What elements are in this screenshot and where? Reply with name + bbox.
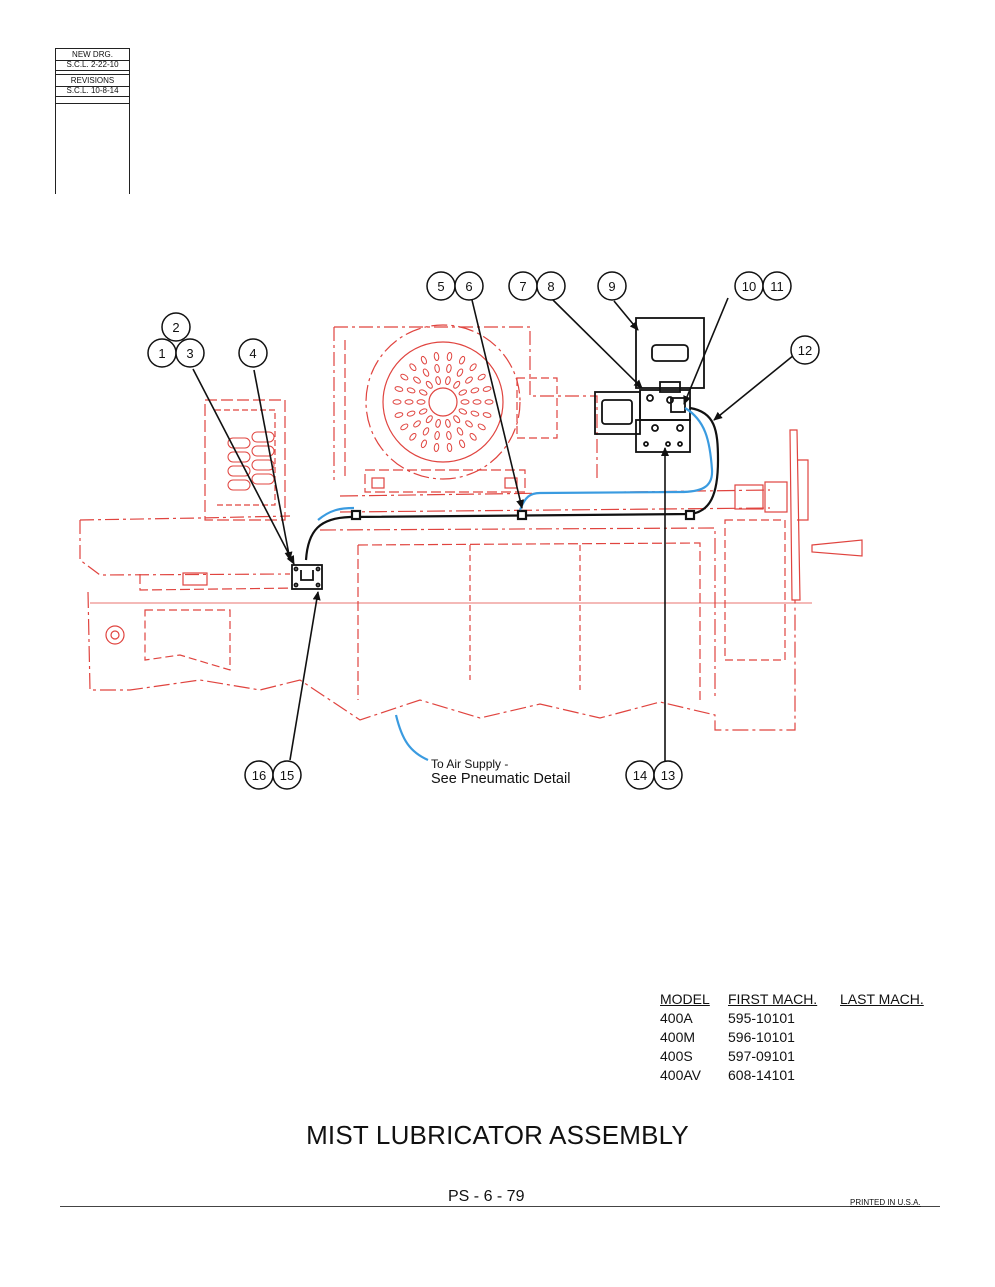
table-row: 400M 596-10101 bbox=[660, 1028, 924, 1047]
revision-empty-row bbox=[56, 103, 129, 117]
callout-label-14: 14 bbox=[633, 768, 647, 783]
model-table: MODEL FIRST MACH. LAST MACH. 400A 595-10101… bbox=[660, 990, 924, 1085]
mist-tubing bbox=[304, 406, 720, 561]
model-cell: 400M bbox=[660, 1029, 696, 1045]
callout-label-8: 8 bbox=[547, 279, 554, 294]
model-cell: 400AV bbox=[660, 1067, 701, 1083]
table-row: 400AV 608-14101 bbox=[660, 1066, 924, 1085]
callout-12: 12 bbox=[790, 335, 820, 365]
motor-fan-pattern bbox=[392, 352, 494, 452]
reservoir-block bbox=[291, 564, 323, 590]
footer-rule bbox=[60, 1206, 940, 1207]
callout-label-9: 9 bbox=[608, 279, 615, 294]
machine-outline bbox=[79, 324, 863, 731]
model-cell: 400S bbox=[660, 1048, 693, 1064]
callout-label-11: 11 bbox=[770, 279, 784, 294]
air-supply-line1: To Air Supply - bbox=[431, 757, 509, 771]
header-last-mach: LAST MACH. bbox=[840, 991, 924, 1007]
callout-label-1: 1 bbox=[158, 346, 165, 361]
callout-label-13: 13 bbox=[661, 768, 675, 783]
callout-label-5: 5 bbox=[437, 279, 444, 294]
callout-2: 2 bbox=[161, 312, 191, 342]
first-mach-cell: 608-14101 bbox=[728, 1067, 795, 1083]
callout-label-3: 3 bbox=[186, 346, 193, 361]
callout-10-11: 10 11 bbox=[734, 271, 792, 301]
revision-heading: REVISIONS bbox=[56, 74, 129, 87]
guard-louvers bbox=[227, 431, 275, 491]
callout-1-3: 1 3 bbox=[147, 338, 205, 368]
air-supply-note: To Air Supply - See Pneumatic Detail bbox=[431, 757, 570, 788]
first-mach-cell: 595-10101 bbox=[728, 1010, 795, 1026]
callout-label-15: 15 bbox=[280, 768, 294, 783]
lubricator-unit bbox=[594, 317, 705, 453]
printed-in-usa: PRINTED IN U.S.A. bbox=[850, 1198, 921, 1207]
model-cell: 400A bbox=[660, 1010, 693, 1026]
callout-4: 4 bbox=[238, 338, 268, 368]
header-first-mach: FIRST MACH. bbox=[728, 991, 818, 1007]
table-row: 400S 597-09101 bbox=[660, 1047, 924, 1066]
table-row: 400A 595-10101 bbox=[660, 1009, 924, 1028]
callout-label-7: 7 bbox=[519, 279, 526, 294]
callout-label-16: 16 bbox=[252, 768, 266, 783]
revision-date-2: S.C.L. 10-8-14 bbox=[56, 85, 129, 97]
callout-5-6: 5 6 bbox=[426, 271, 484, 301]
revision-block: NEW DRG. S.C.L. 2-22-10 REVISIONS S.C.L.… bbox=[55, 48, 130, 194]
callout-7-8: 7 8 bbox=[508, 271, 566, 301]
callout-label-6: 6 bbox=[465, 279, 472, 294]
callout-16-15: 16 15 bbox=[244, 760, 302, 790]
revision-new-drg: NEW DRG. bbox=[56, 48, 129, 61]
first-mach-cell: 596-10101 bbox=[728, 1029, 795, 1045]
callout-label-12: 12 bbox=[798, 343, 812, 358]
first-mach-cell: 597-09101 bbox=[728, 1048, 795, 1064]
header-model: MODEL bbox=[660, 991, 710, 1007]
callout-9: 9 bbox=[597, 271, 627, 301]
page-number: PS - 6 - 79 bbox=[448, 1188, 525, 1205]
air-lines bbox=[317, 407, 714, 762]
callout-label-4: 4 bbox=[249, 346, 256, 361]
callout-label-2: 2 bbox=[172, 320, 179, 335]
model-table-header: MODEL FIRST MACH. LAST MACH. bbox=[660, 990, 924, 1009]
air-supply-line2: See Pneumatic Detail bbox=[431, 771, 571, 787]
page-title: MIST LUBRICATOR ASSEMBLY bbox=[306, 1120, 689, 1150]
revision-date-1: S.C.L. 2-22-10 bbox=[56, 59, 129, 71]
leader-lines bbox=[192, 297, 795, 762]
callout-label-10: 10 bbox=[742, 279, 756, 294]
callout-14-13: 14 13 bbox=[625, 760, 683, 790]
